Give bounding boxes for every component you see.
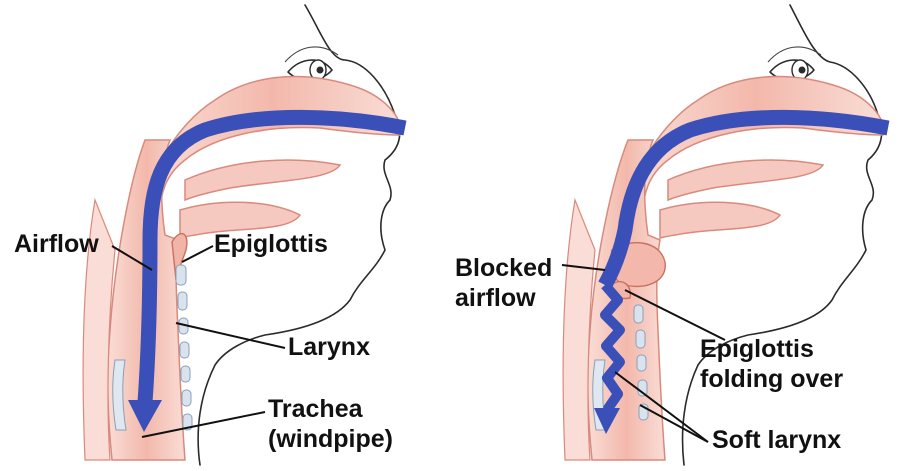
tongue-tissue-right — [660, 202, 780, 238]
head-profile-outline-right — [683, 5, 882, 465]
label-trachea: Trachea — [268, 395, 364, 423]
palate-tissue-right — [668, 160, 823, 200]
normal-airway-panel: Airflow Epiglottis Larynx Trachea (windp… — [14, 5, 405, 465]
eye-pupil-right — [799, 67, 806, 74]
palate-tissue — [185, 160, 340, 200]
label-folding-over: folding over — [700, 365, 843, 393]
label-windpipe: (windpipe) — [268, 425, 393, 453]
eye-pupil — [317, 67, 324, 74]
label-blocked-airflow: airflow — [455, 284, 536, 312]
label-epiglottis-folding: Epiglottis — [700, 335, 814, 363]
label-blocked: Blocked — [455, 254, 552, 282]
label-epiglottis: Epiglottis — [214, 230, 328, 258]
label-soft-larynx: Soft larynx — [712, 426, 841, 454]
blocked-airway-panel: Blocked airflow Epiglottis folding over … — [455, 5, 888, 465]
leader-larynx — [176, 323, 285, 348]
label-larynx: Larynx — [288, 333, 370, 361]
label-airflow: Airflow — [14, 230, 99, 258]
